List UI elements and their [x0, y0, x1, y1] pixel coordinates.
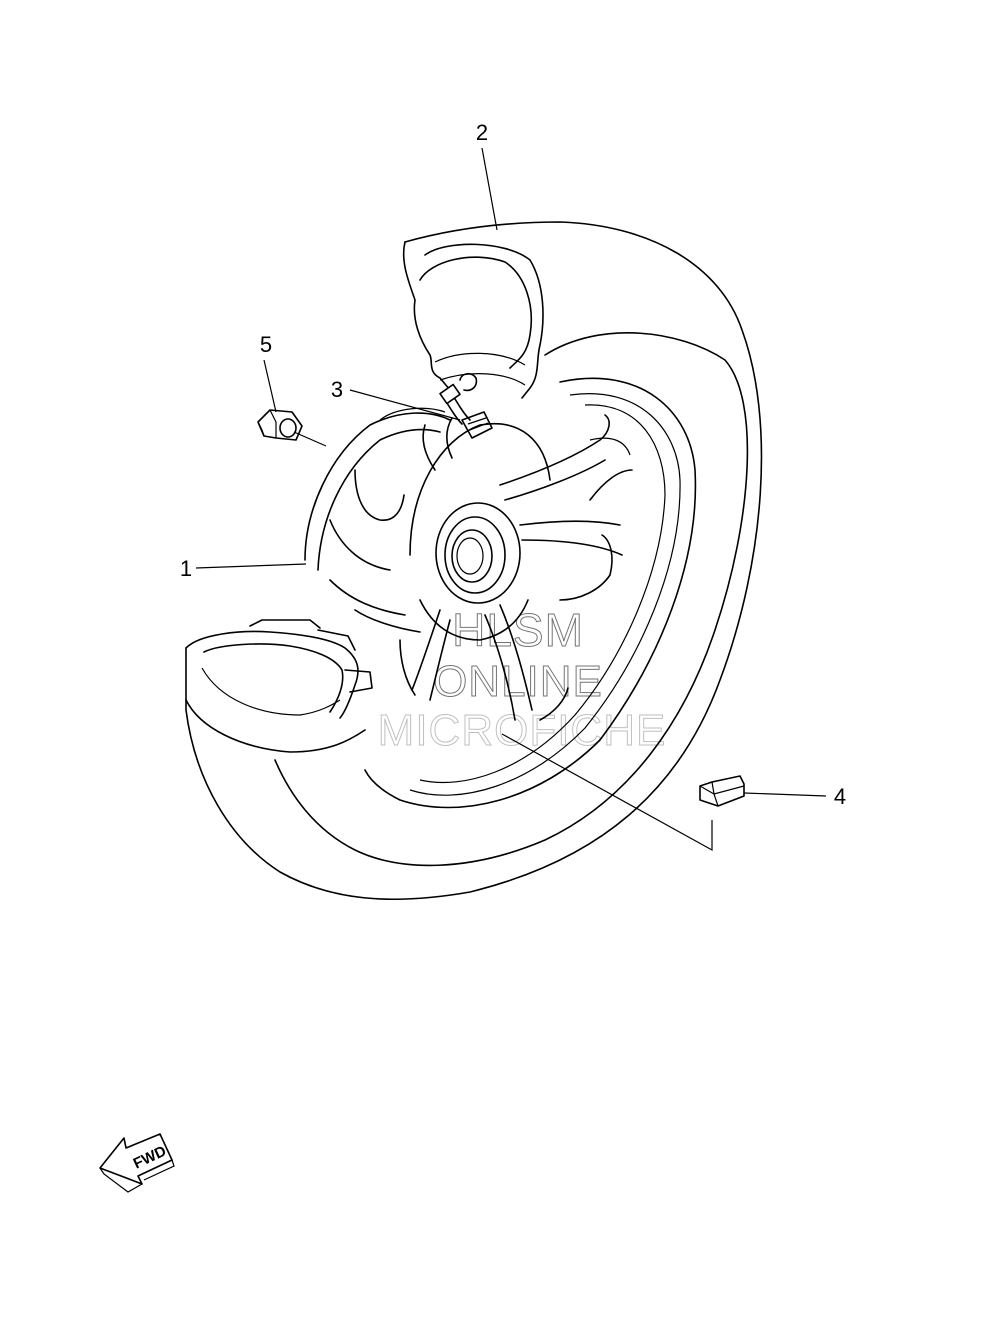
- callout-3[interactable]: 3: [331, 377, 343, 402]
- leader-line-4: [743, 792, 827, 797]
- nut: [257, 409, 303, 441]
- leader-line-5: [263, 359, 277, 413]
- valve: [439, 372, 493, 439]
- balance-weight: [699, 775, 745, 807]
- watermark-line2: ONLINE: [433, 657, 603, 706]
- fwd-arrow-icon: [99, 1133, 173, 1185]
- watermark-line3: MICROFICHE: [378, 706, 667, 755]
- callout-4[interactable]: 4: [834, 784, 846, 809]
- fwd-direction-marker: FWD: [99, 1133, 175, 1193]
- callout-5[interactable]: 5: [260, 332, 272, 357]
- tire: [185, 221, 763, 901]
- leader-line-2: [481, 147, 498, 231]
- watermark-line1: HLSM: [452, 604, 584, 656]
- watermark: HLSM ONLINE MICROFICHE: [377, 604, 667, 756]
- leader-lines: [195, 147, 827, 852]
- leader-line-5b: [293, 431, 327, 447]
- wheel: [304, 407, 633, 721]
- callout-2[interactable]: 2: [476, 120, 488, 145]
- leader-line-3: [349, 389, 461, 421]
- leader-line-1: [195, 563, 307, 569]
- leader-line-4b: [501, 733, 713, 852]
- callout-1[interactable]: 1: [180, 556, 192, 581]
- callout-numbers: 1 2 3 4 5: [180, 120, 846, 809]
